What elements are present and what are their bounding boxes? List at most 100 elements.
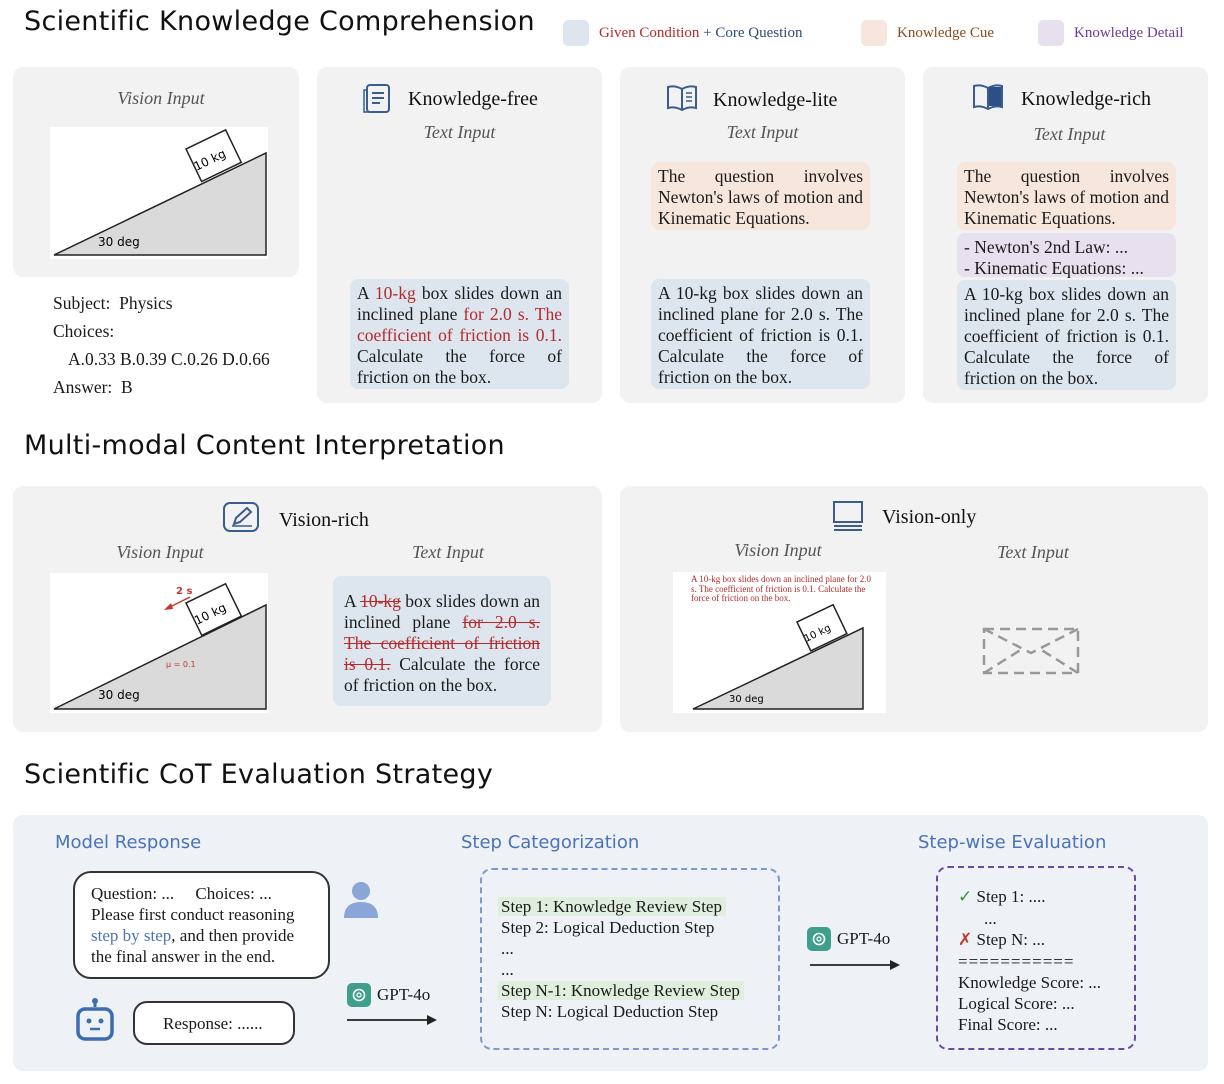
knowledge-score: Knowledge Score: ... [958, 973, 1102, 992]
section-title-knowledge: Scientific Knowledge Comprehension [24, 6, 535, 37]
vision-only-image-text: A 10-kg box slides down an inclined plan… [691, 574, 871, 603]
pencil-icon [222, 501, 260, 538]
step-n-1: Step N-1: Knowledge Review Step [498, 981, 744, 1000]
step-categorization-title: Step Categorization [461, 832, 640, 853]
openai-logo-icon [807, 927, 831, 951]
logical-score: Logical Score: ... [958, 994, 1075, 1013]
response-bubble: Response: ...... [133, 1001, 295, 1045]
vision-rich-vision-label: Vision Input [116, 542, 204, 562]
meta-block: Subject: Physics Choices: A.0.33 B.0.39 … [53, 289, 303, 401]
openai-logo-icon [347, 983, 371, 1007]
legend-knowledge-cue-label: Knowledge Cue [897, 24, 995, 41]
subject-label: Subject: [53, 293, 111, 313]
angle-label: 30 deg [98, 235, 140, 249]
legend-condition-question: Given Condition + Core Question [563, 20, 802, 46]
eval-separator: =========== [958, 952, 1075, 971]
knowledge-rich-detail-2: - Kinematic Equations: ... [964, 258, 1144, 278]
empty-envelope-icon [982, 627, 1080, 680]
step-1: Step 1: Knowledge Review Step [498, 897, 726, 916]
prompt-line-1: Question: ... Choices: ... [91, 884, 272, 903]
choices-label: Choices: [53, 321, 115, 341]
knowledge-free-text-label: Text Input [423, 122, 496, 142]
eval-step-1: Step 1: .... [976, 887, 1046, 906]
vr-q-b: box slides down an inclined plane [344, 591, 540, 632]
section-title-multimodal: Multi-modal Content Interpretation [24, 430, 505, 461]
book-icon [971, 81, 1005, 118]
vision-only-title: Vision-only [882, 506, 977, 528]
step-n: Step N: Logical Deduction Step [501, 1002, 719, 1021]
knowledge-rich-detail-1: - Newton's 2nd Law: ... [964, 237, 1129, 257]
vr-q-c: Calculate the force of friction on the b… [344, 654, 540, 695]
knowledge-lite-title: Knowledge-lite [713, 89, 838, 111]
vr-q-a: A [344, 591, 361, 611]
kf-q-b: box slides down an inclined plane [357, 283, 562, 324]
vo-angle-label: 30 deg [729, 694, 764, 705]
answer-value: B [121, 377, 133, 397]
knowledge-lite-cue: The question involves Newton's laws of m… [651, 162, 870, 230]
eval-dots: ... [984, 909, 997, 928]
knowledge-rich-text-label: Text Input [1033, 124, 1106, 144]
kf-q-mass: 10-kg [374, 283, 416, 303]
legend-plus: + [699, 24, 716, 41]
check-icon: ✓ [958, 887, 973, 907]
stepwise-evaluation-title: Step-wise Evaluation [918, 832, 1107, 853]
legend-given-condition: Given Condition [599, 24, 700, 41]
vision-rich-image: 10 kg 30 deg 2 s μ = 0.1 [50, 573, 268, 713]
vr-time-label: 2 s [176, 586, 192, 597]
vision-only-image: A 10-kg box slides down an inclined plan… [673, 572, 886, 713]
arrow-2-icon [810, 958, 902, 977]
document-icon [362, 82, 394, 119]
section-title-cot: Scientific CoT Evaluation Strategy [24, 759, 494, 790]
final-score: Final Score: ... [958, 1015, 1058, 1034]
vision-rich-title: Vision-rich [279, 509, 369, 531]
gpt-text-2: GPT-4o [837, 929, 891, 948]
eval-step-n: Step N: ... [976, 930, 1045, 949]
arrow-1-icon [347, 1013, 439, 1032]
vision-rich-question: A 10-kg box slides down an inclined plan… [333, 576, 551, 706]
incline-image: 10 kg 30 deg [50, 127, 268, 259]
stepwise-evaluation-box [936, 866, 1136, 1050]
step-ellipsis-2: ... [501, 960, 514, 979]
vr-q-mass: 10-kg [360, 591, 401, 611]
legend-knowledge-detail-label: Knowledge Detail [1074, 24, 1184, 41]
kf-q-a: A [357, 283, 375, 303]
prompt-highlight: step by step [91, 926, 172, 945]
knowledge-rich-detail: - Newton's 2nd Law: ... - Kinematic Equa… [957, 233, 1176, 278]
prompt-line-3-rest: , and then provide [171, 926, 295, 945]
legend-swatch-blue [563, 20, 589, 46]
user-avatar-icon [340, 878, 382, 925]
step-ellipsis-1: ... [501, 939, 514, 958]
vision-input-label: Vision Input [117, 88, 205, 108]
kf-q-c: Calculate the force of friction on the b… [357, 346, 562, 387]
answer-label: Answer: [53, 377, 113, 397]
step-list: Step 1: Knowledge Review Step Step 2: Lo… [498, 896, 744, 1022]
knowledge-free-title: Knowledge-free [408, 88, 538, 110]
vision-rich-text-label: Text Input [412, 542, 484, 562]
model-response-title: Model Response [55, 832, 202, 853]
cross-icon: ✗ [958, 930, 973, 950]
open-book-icon [665, 82, 699, 119]
knowledge-rich-question: A 10-kg box slides down an inclined plan… [957, 280, 1176, 390]
gpt-text-1: GPT-4o [377, 985, 431, 1004]
gpt-label-2: GPT-4o [807, 927, 890, 951]
vision-only-text-label: Text Input [997, 542, 1069, 562]
evaluation-list: ✓ Step 1: .... ... ✗ Step N: ... =======… [958, 886, 1101, 1035]
vr-q-cond: for 2.0 s. The coefficient of friction i… [344, 612, 540, 674]
knowledge-lite-text-label: Text Input [726, 122, 799, 142]
kf-q-cond: for 2.0 s. The coefficient of friction i… [357, 304, 562, 345]
choices-value: A.0.33 B.0.39 C.0.26 D.0.66 [68, 349, 270, 369]
robot-icon [73, 997, 117, 1050]
subject-value: Physics [119, 293, 173, 313]
legend-knowledge-cue: Knowledge Cue [861, 20, 994, 46]
legend-swatch-peach [861, 20, 887, 46]
legend-swatch-lavender [1038, 20, 1064, 46]
prompt-line-2: Please first conduct reasoning [91, 905, 295, 924]
knowledge-rich-cue: The question involves Newton's laws of m… [957, 162, 1176, 230]
step-2: Step 2: Logical Deduction Step [501, 918, 715, 937]
legend-core-question: Core Question [715, 24, 803, 41]
vr-mu-label: μ = 0.1 [166, 660, 196, 669]
monitor-icon [831, 500, 865, 537]
gpt-label-1: GPT-4o [347, 983, 430, 1007]
legend-knowledge-detail: Knowledge Detail [1038, 20, 1184, 46]
knowledge-lite-question: A 10-kg box slides down an inclined plan… [651, 279, 870, 389]
